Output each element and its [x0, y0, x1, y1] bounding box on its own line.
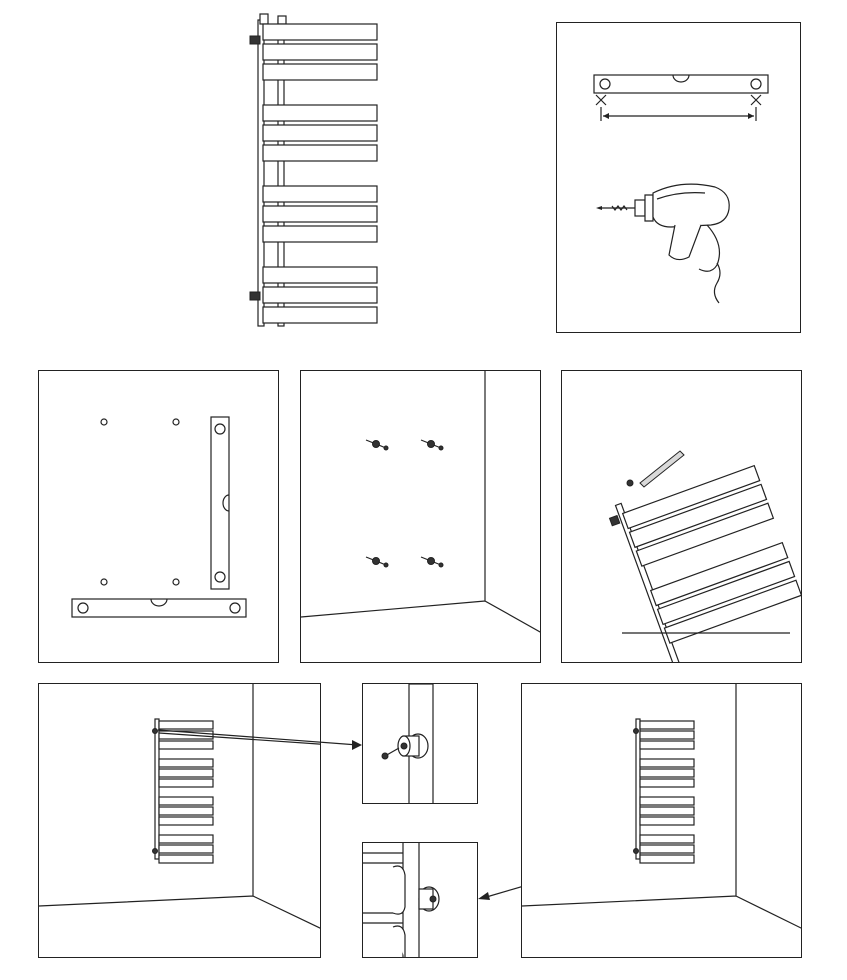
- wall-plug: [420, 556, 444, 568]
- radiator-bar: [158, 740, 214, 750]
- radiator-bar: [639, 730, 695, 740]
- radiator-bar: [262, 185, 378, 203]
- wall-plug: [420, 439, 444, 451]
- radiator-bar: [158, 720, 214, 730]
- hang-radiator-top-panel: [38, 683, 321, 958]
- towel-radiator-icon: [608, 464, 801, 662]
- radiator-bar: [158, 796, 214, 806]
- radiator-bar: [262, 266, 378, 284]
- spirit-level-icon: [71, 598, 247, 618]
- bracket-detail-icon: [381, 733, 429, 760]
- radiator-bar: [649, 541, 789, 607]
- radiator-bar: [262, 205, 378, 223]
- radiator-bar: [158, 806, 214, 816]
- hex-key-icon: [626, 450, 685, 488]
- radiator-bar: [639, 720, 695, 730]
- radiator-bar: [639, 854, 695, 864]
- radiator-bar: [262, 144, 378, 162]
- radiator-bar: [262, 43, 378, 61]
- radiator-bar: [158, 844, 214, 854]
- radiator-bar: [262, 225, 378, 243]
- measure-and-drill-panel: [556, 22, 801, 333]
- radiator-bar: [639, 758, 695, 768]
- towel-radiator-icon: [633, 718, 695, 864]
- radiator-bar: [262, 23, 378, 41]
- bracket-detail-icon: [418, 886, 440, 912]
- radiator-bar: [628, 483, 768, 549]
- radiator-bar: [158, 758, 214, 768]
- radiator-bar: [158, 854, 214, 864]
- towel-radiator-icon: [152, 718, 214, 864]
- radiator-bar: [639, 806, 695, 816]
- radiator-bar: [621, 464, 761, 530]
- wall-plug: [365, 439, 389, 451]
- radiator-bar: [158, 834, 214, 844]
- top-bracket-detail-panel: [362, 683, 478, 804]
- product-overview-figure: [236, 10, 396, 340]
- hang-radiator-bottom-panel: [521, 683, 802, 958]
- spirit-level-icon: [593, 74, 769, 121]
- radiator-bar: [262, 124, 378, 142]
- spirit-level-icon: [210, 416, 230, 590]
- towel-radiator-icon: [249, 13, 378, 327]
- radiator-bar: [262, 63, 378, 81]
- radiator-bar: [262, 286, 378, 304]
- radiator-bar: [639, 768, 695, 778]
- radiator-bar: [635, 502, 775, 567]
- insert-wall-plugs-panel: [300, 370, 541, 663]
- radiator-bar: [639, 816, 695, 826]
- radiator-bar: [663, 579, 801, 644]
- radiator-bar: [639, 778, 695, 788]
- wall-plug: [365, 556, 389, 568]
- radiator-bar: [656, 560, 796, 626]
- radiator-bar: [639, 796, 695, 806]
- prepare-brackets-panel: [561, 370, 802, 663]
- radiator-bar: [639, 740, 695, 750]
- wall-plug-icon: [365, 439, 444, 568]
- radiator-bar: [158, 768, 214, 778]
- radiator-bar: [262, 306, 378, 324]
- radiator-bar: [158, 816, 214, 826]
- mark-hole-positions-panel: [38, 370, 279, 663]
- radiator-bar: [639, 834, 695, 844]
- drill-icon: [596, 183, 730, 304]
- radiator-bar: [639, 844, 695, 854]
- radiator-bar: [262, 104, 378, 122]
- radiator-bar: [158, 778, 214, 788]
- bottom-bracket-detail-panel: [362, 842, 478, 958]
